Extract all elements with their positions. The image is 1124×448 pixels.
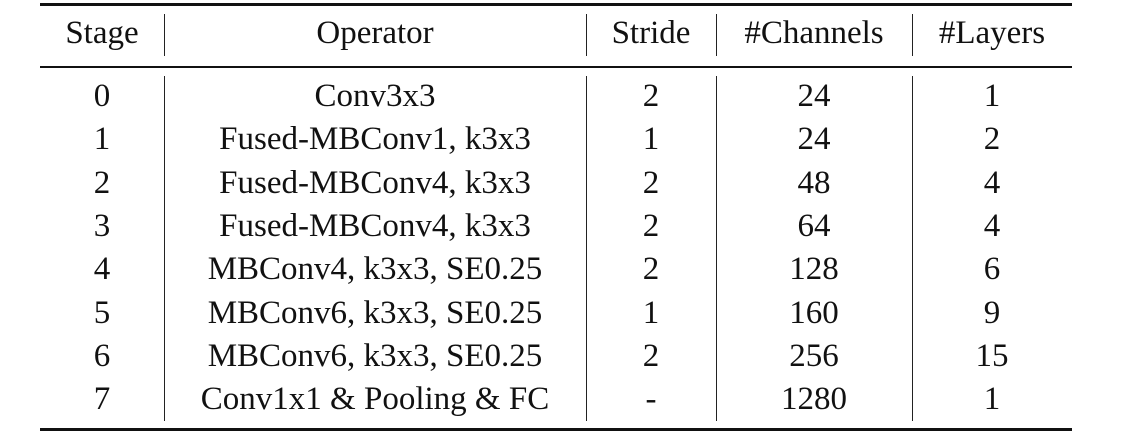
table-stride-cell: 2	[642, 251, 660, 288]
table-stage-cell: 4	[93, 251, 111, 288]
header-divider-3	[716, 14, 717, 56]
table-stride-cell: 2	[642, 337, 660, 374]
table-layers-cell: 6	[983, 251, 1001, 288]
body-divider-3	[716, 76, 717, 421]
table-operator-cell: MBConv4, k3x3, SE0.25	[207, 251, 543, 288]
header-stride: Stride	[611, 15, 691, 51]
table-stride-cell: 2	[642, 164, 660, 201]
table-header-rule	[40, 66, 1072, 68]
table-stage-cell: 1	[93, 121, 111, 158]
header-stage: Stage	[65, 15, 139, 51]
table-layers-cell: 15	[975, 337, 1009, 374]
body-divider-2	[586, 76, 587, 421]
table-bottom-rule	[40, 428, 1072, 431]
table-layers-cell: 4	[983, 207, 1001, 244]
table-channels-cell: 24	[797, 78, 831, 114]
header-layers: #Layers	[938, 15, 1046, 51]
table-stride-cell: -	[645, 381, 657, 418]
table-stage-cell: 2	[93, 164, 111, 201]
architecture-table: Stage Operator Stride #Channels #Layers …	[40, 0, 1072, 448]
table-top-rule	[40, 3, 1072, 6]
table-operator-cell: Fused-MBConv4, k3x3	[219, 207, 531, 244]
table-channels-cell: 128	[789, 251, 839, 288]
table-channels-cell: 64	[797, 207, 831, 244]
table-stage-cell: 0	[93, 78, 111, 114]
table-layers-cell: 2	[983, 121, 1001, 158]
body-divider-1	[164, 76, 165, 421]
table-layers-cell: 1	[983, 78, 1001, 114]
table-operator-cell: MBConv6, k3x3, SE0.25	[207, 294, 543, 331]
table-operator-cell: Fused-MBConv1, k3x3	[219, 121, 531, 158]
body-divider-4	[912, 76, 913, 421]
table-layers-cell: 9	[983, 294, 1001, 331]
table-stride-cell: 1	[642, 294, 660, 331]
table-channels-cell: 160	[789, 294, 839, 331]
header-divider-1	[164, 14, 165, 56]
table-stage-cell: 7	[93, 381, 111, 418]
table-channels-cell: 48	[797, 164, 831, 201]
table-stride-cell: 2	[642, 207, 660, 244]
table-channels-cell: 1280	[781, 381, 847, 418]
table-operator-cell: MBConv6, k3x3, SE0.25	[207, 337, 543, 374]
header-divider-2	[586, 14, 587, 56]
table-stride-cell: 2	[642, 78, 660, 114]
header-channels: #Channels	[744, 15, 884, 51]
table-stage-cell: 5	[93, 294, 111, 331]
header-operator: Operator	[316, 15, 434, 51]
table-channels-cell: 256	[789, 337, 839, 374]
table-stage-cell: 6	[93, 337, 111, 374]
table-layers-cell: 1	[983, 381, 1001, 418]
table-channels-cell: 24	[797, 121, 831, 158]
table-operator-cell: Conv1x1 & Pooling & FC	[200, 381, 550, 418]
table-operator-cell: Fused-MBConv4, k3x3	[219, 164, 531, 201]
table-layers-cell: 4	[983, 164, 1001, 201]
table-stage-cell: 3	[93, 207, 111, 244]
table-stride-cell: 1	[642, 121, 660, 158]
header-divider-4	[912, 14, 913, 56]
table-operator-cell: Conv3x3	[314, 78, 436, 114]
